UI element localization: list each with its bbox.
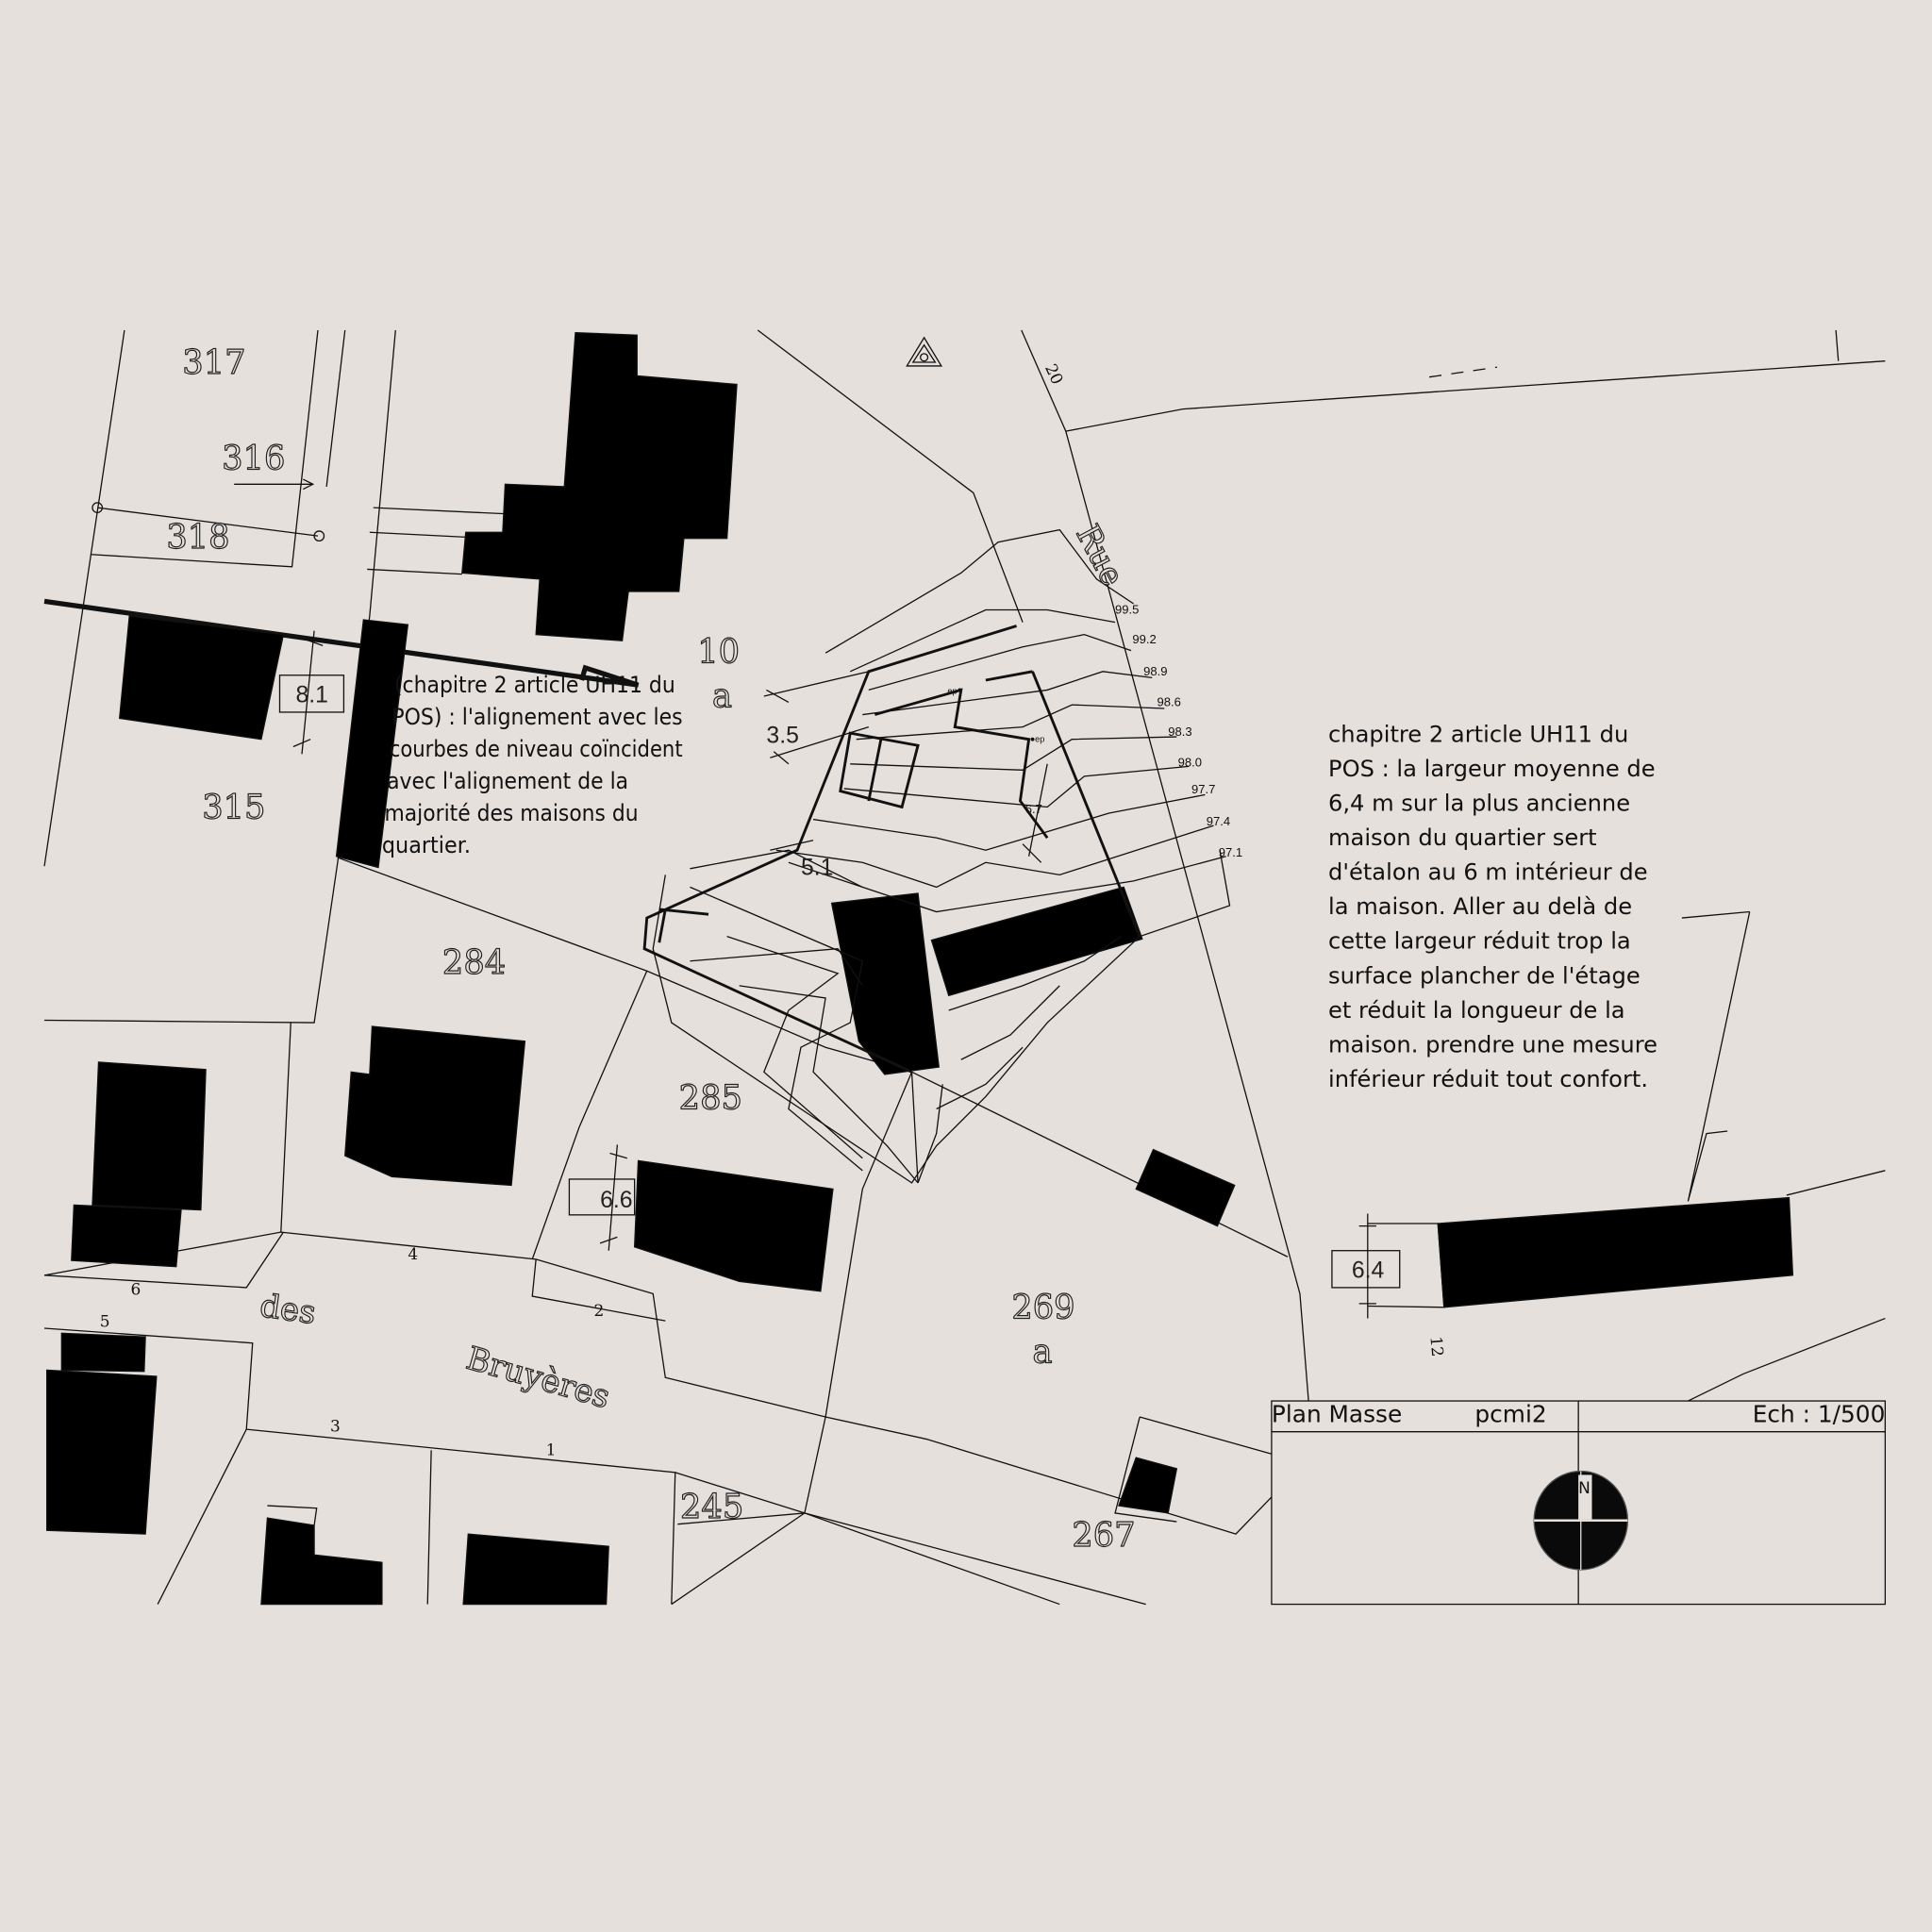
contour-label: 98.3 [1168, 724, 1191, 739]
note-line: avec l'alignement de la [387, 768, 628, 794]
contour-label: 98.9 [1143, 664, 1167, 678]
dim-6-7: 6.7 [1025, 802, 1042, 816]
note-right: chapitre 2 article UH11 du POS : la larg… [1328, 721, 1657, 1092]
parcel-269-sub: a [1033, 1333, 1053, 1372]
parcel-269: 269 [1011, 1289, 1074, 1327]
street-name-bruyeres: Bruyères [462, 1340, 614, 1416]
note-line: POS : la largeur moyenne de [1328, 756, 1656, 782]
dim-8-1: 8.1 [295, 682, 327, 708]
street-number-6: 6 [130, 1281, 141, 1300]
note-line: et réduit la longueur de la [1328, 997, 1625, 1024]
dimension-labels: 8.1 6.6 6.4 3.5 5.1 6.7 ep ep [295, 682, 1384, 1283]
contour-label: 97.4 [1207, 814, 1230, 828]
dim-6-4: 6.4 [1352, 1257, 1385, 1283]
street-number-1: 1 [546, 1441, 557, 1460]
parcel-285: 285 [679, 1079, 742, 1118]
parcel-10: 10 [697, 633, 740, 672]
note-line: (chapitre 2 article UH11 du [394, 672, 675, 698]
contour-label: 97.1 [1219, 845, 1242, 859]
parcel-lines [43, 329, 1886, 1606]
note-line: inférieur réduit tout confort. [1328, 1066, 1648, 1092]
drawing-scale: Ech : 1/500 [1753, 1400, 1886, 1427]
alignment-arrow [43, 598, 640, 688]
street-number-2: 2 [594, 1302, 605, 1321]
note-line: majorité des maisons du [385, 800, 639, 826]
note-line: maison. prendre une mesure [1328, 1031, 1657, 1058]
north-arrow-icon: N [1533, 1470, 1629, 1571]
note-line: quartier. [382, 832, 471, 858]
parcel-315: 315 [202, 788, 265, 826]
note-line: 6,4 m sur la plus ancienne [1328, 790, 1630, 816]
street-name-des: des [258, 1287, 318, 1332]
ep-label: ep [1035, 734, 1044, 743]
drawing-name: Plan Masse [1272, 1400, 1402, 1427]
parcel-10-sub: a [712, 677, 732, 716]
note-line: maison du quartier sert [1328, 824, 1597, 851]
note-line: la maison. Aller au delà de [1328, 893, 1632, 920]
dim-6-6: 6.6 [600, 1188, 632, 1213]
title-block: Plan Masse pcmi2 Ech : 1/500 N [1271, 1400, 1887, 1606]
contour-lines [642, 528, 1231, 1184]
north-label: N [1578, 1479, 1591, 1498]
dim-3-5: 3.5 [766, 724, 798, 749]
note-line: d'étalon au 6 m intérieur de [1328, 859, 1648, 886]
street-number-4: 4 [408, 1245, 418, 1264]
contour-label: 98.0 [1178, 755, 1202, 769]
note-line: surface plancher de l'étage [1328, 962, 1641, 989]
contour-label: 97.7 [1191, 782, 1215, 796]
contour-label: 98.6 [1157, 694, 1180, 708]
drawing-code: pcmi2 [1474, 1400, 1546, 1427]
dim-5-1: 5.1 [801, 855, 833, 880]
contour-label: 99.5 [1115, 602, 1139, 616]
parcel-labels: 317 316 318 315 284 285 10 a 269 a 245 2… [166, 342, 1136, 1556]
note-line: POS) : l'alignement avec les [391, 704, 682, 730]
ep-label: ep [947, 686, 957, 695]
note-left: (chapitre 2 article UH11 du POS) : l'ali… [382, 672, 683, 858]
buildings [45, 331, 1794, 1606]
parcel-317: 317 [182, 343, 245, 382]
parcel-284: 284 [442, 943, 506, 982]
street-number-3: 3 [330, 1418, 341, 1437]
parcel-245: 245 [680, 1488, 743, 1526]
note-line: cette largeur réduit trop la [1328, 928, 1631, 955]
parcel-267: 267 [1072, 1516, 1135, 1555]
contour-labels: 99.5 99.2 98.9 98.6 98.3 98.0 97.7 97.4 … [1115, 602, 1242, 858]
survey-point-icon [906, 336, 943, 367]
contour-label: 99.2 [1132, 632, 1156, 646]
street-number-12: 12 [1425, 1336, 1446, 1357]
note-line: courbes de niveau coïncident [390, 736, 683, 762]
street-number-5: 5 [100, 1313, 110, 1332]
note-line: chapitre 2 article UH11 du [1328, 721, 1628, 747]
street-name-rue: Rue [1068, 519, 1131, 592]
parcel-316: 316 [222, 440, 285, 478]
dimension-lines [278, 630, 1401, 1319]
parcel-318: 318 [166, 518, 229, 557]
